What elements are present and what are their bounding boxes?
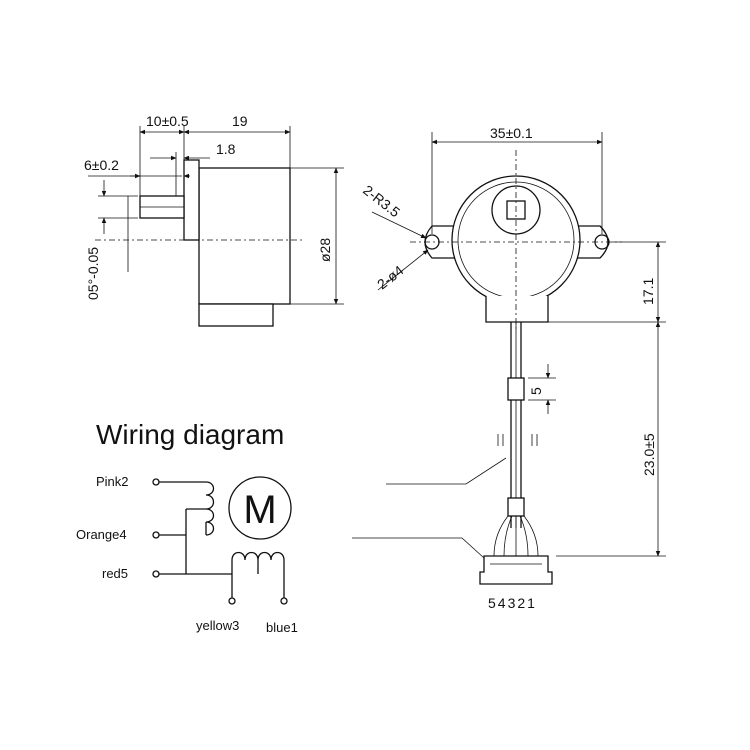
side-view: 10±0.5 19 1.8 6±0.2 05°-0.05 ø28 bbox=[84, 113, 344, 327]
connector-pin-labels: 54321 bbox=[488, 595, 537, 611]
side-motor-body bbox=[198, 167, 291, 305]
front-bottom-bracket bbox=[485, 296, 549, 323]
wiring-title: Wiring diagram bbox=[96, 419, 284, 450]
dim-corner-radius: 2-R3.5 bbox=[360, 182, 403, 221]
side-flange bbox=[183, 159, 200, 241]
wiring-diagram: Wiring diagram M Pink2 Orange4 red5 yell… bbox=[76, 419, 298, 635]
wire-connector bbox=[479, 555, 553, 585]
wire-tie bbox=[507, 497, 525, 517]
front-view: 35±0.1 2-R3.5 2-ø4 17.1 5 bbox=[352, 125, 666, 611]
wire-label-yellow: yellow3 bbox=[196, 618, 239, 633]
dim-center-height: 17.1 bbox=[640, 278, 656, 305]
side-cable-housing bbox=[198, 303, 274, 327]
dim-body-length: 19 bbox=[232, 113, 248, 129]
motor-symbol bbox=[228, 476, 292, 540]
dim-body-diameter: ø28 bbox=[317, 238, 333, 262]
wire-label-pink: Pink2 bbox=[96, 474, 129, 489]
dim-flat-length: 6±0.2 bbox=[84, 157, 119, 173]
dim-mount-spacing: 35±0.1 bbox=[490, 125, 533, 141]
dim-shaft-diameter: 05°-0.05 bbox=[85, 247, 101, 300]
wire-label-orange: Orange4 bbox=[76, 527, 127, 542]
wire-label-red: red5 bbox=[102, 566, 128, 581]
dim-sleeve-length: 5 bbox=[528, 387, 544, 395]
dim-offset: 1.8 bbox=[216, 141, 236, 157]
dim-shaft-length: 10±0.5 bbox=[146, 113, 189, 129]
bottom-coil bbox=[231, 551, 285, 561]
dim-hole-diameter: 2-ø4 bbox=[374, 262, 407, 292]
dim-lead-length: 23.0±5 bbox=[641, 433, 657, 476]
wire-label-blue: blue1 bbox=[266, 620, 298, 635]
left-coil bbox=[205, 481, 215, 536]
wire-sleeve bbox=[507, 377, 525, 401]
motor-symbol-label: M bbox=[243, 488, 276, 532]
